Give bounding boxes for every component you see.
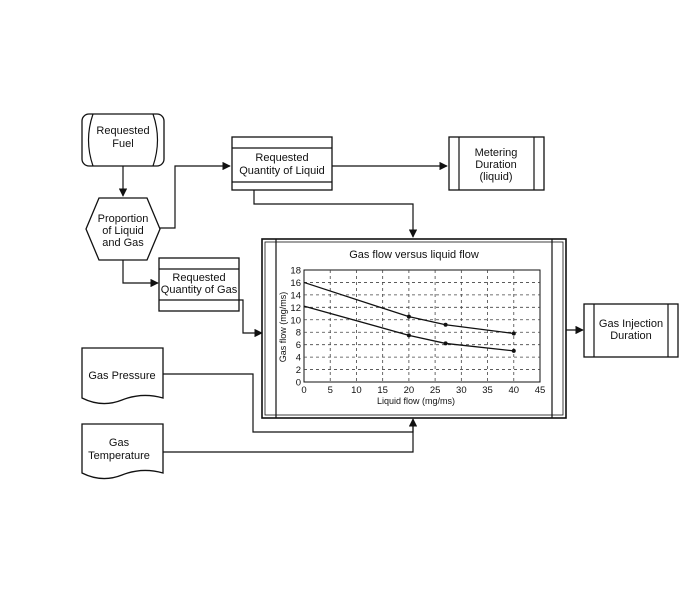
series-point: [407, 333, 411, 337]
arrow-temperature-to-chart: [163, 420, 413, 452]
plot-area: [304, 270, 540, 382]
requested-liquid-label-2: Quantity of Liquid: [239, 165, 325, 177]
chart-title: Gas flow versus liquid flow: [349, 249, 479, 261]
y-tick-label: 0: [296, 378, 301, 389]
x-tick-label: 0: [301, 385, 306, 396]
y-tick-label: 16: [290, 278, 301, 289]
x-tick-label: 20: [404, 385, 415, 396]
proportion-node: Proportion of Liquid and Gas: [86, 198, 160, 260]
chart-plot: 051015202530354045024681012141618: [290, 266, 545, 397]
metering-label-3: (liquid): [479, 171, 512, 183]
gas-temperature-label-2: Temperature: [88, 450, 150, 462]
x-tick-label: 30: [456, 385, 467, 396]
y-tick-label: 8: [296, 328, 301, 339]
arrow-gas-to-chart: [237, 300, 262, 333]
y-tick-label: 6: [296, 340, 301, 351]
requested-liquid-node: Requested Quantity of Liquid: [232, 137, 332, 190]
requested-fuel-label-1: Requested: [96, 125, 149, 137]
y-tick-label: 10: [290, 315, 301, 326]
gas-temperature-label-1: Gas: [109, 437, 130, 449]
requested-fuel-node: Requested Fuel: [82, 114, 164, 166]
chart-process-node: Gas flow versus liquid flow 051015202530…: [262, 239, 566, 418]
gas-injection-label-2: Duration: [610, 330, 652, 342]
requested-gas-label-2: Quantity of Gas: [161, 284, 238, 296]
gas-injection-label-1: Gas Injection: [599, 318, 663, 330]
x-tick-label: 40: [508, 385, 519, 396]
x-tick-label: 10: [351, 385, 362, 396]
series-point: [444, 323, 448, 327]
x-tick-label: 45: [535, 385, 546, 396]
metering-duration-node: Metering Duration (liquid): [449, 137, 544, 190]
gas-pressure-label: Gas Pressure: [88, 370, 155, 382]
arrow-liquid-to-chart: [254, 190, 413, 237]
gas-temperature-node: Gas Temperature: [82, 424, 163, 479]
y-tick-label: 12: [290, 303, 301, 314]
metering-label-2: Duration: [475, 159, 517, 171]
series-point: [512, 349, 516, 353]
y-tick-label: 14: [290, 290, 301, 301]
proportion-label-1: Proportion: [98, 213, 149, 225]
series-point: [512, 331, 516, 335]
proportion-label-3: and Gas: [102, 237, 144, 249]
y-axis-label: Gas flow (mg/ms): [278, 292, 288, 363]
proportion-label-2: of Liquid: [102, 225, 144, 237]
gas-injection-node: Gas Injection Duration: [584, 304, 678, 357]
arrow-proportion-to-liquid: [160, 166, 230, 228]
arrow-proportion-to-gas: [123, 260, 158, 283]
x-tick-label: 35: [482, 385, 493, 396]
x-axis-label: Liquid flow (mg/ms): [377, 396, 455, 406]
requested-fuel-label-2: Fuel: [112, 138, 133, 150]
y-tick-label: 2: [296, 365, 301, 376]
y-tick-label: 4: [296, 353, 301, 364]
metering-label-1: Metering: [475, 147, 518, 159]
series-point: [444, 341, 448, 345]
y-tick-label: 18: [290, 266, 301, 277]
requested-gas-node: Requested Quantity of Gas: [159, 258, 239, 311]
x-tick-label: 5: [328, 385, 333, 396]
requested-gas-label-1: Requested: [172, 272, 225, 284]
x-tick-label: 25: [430, 385, 441, 396]
x-tick-label: 15: [377, 385, 388, 396]
requested-liquid-label-1: Requested: [255, 152, 308, 164]
series-point: [407, 315, 411, 319]
gas-pressure-node: Gas Pressure: [82, 348, 163, 404]
